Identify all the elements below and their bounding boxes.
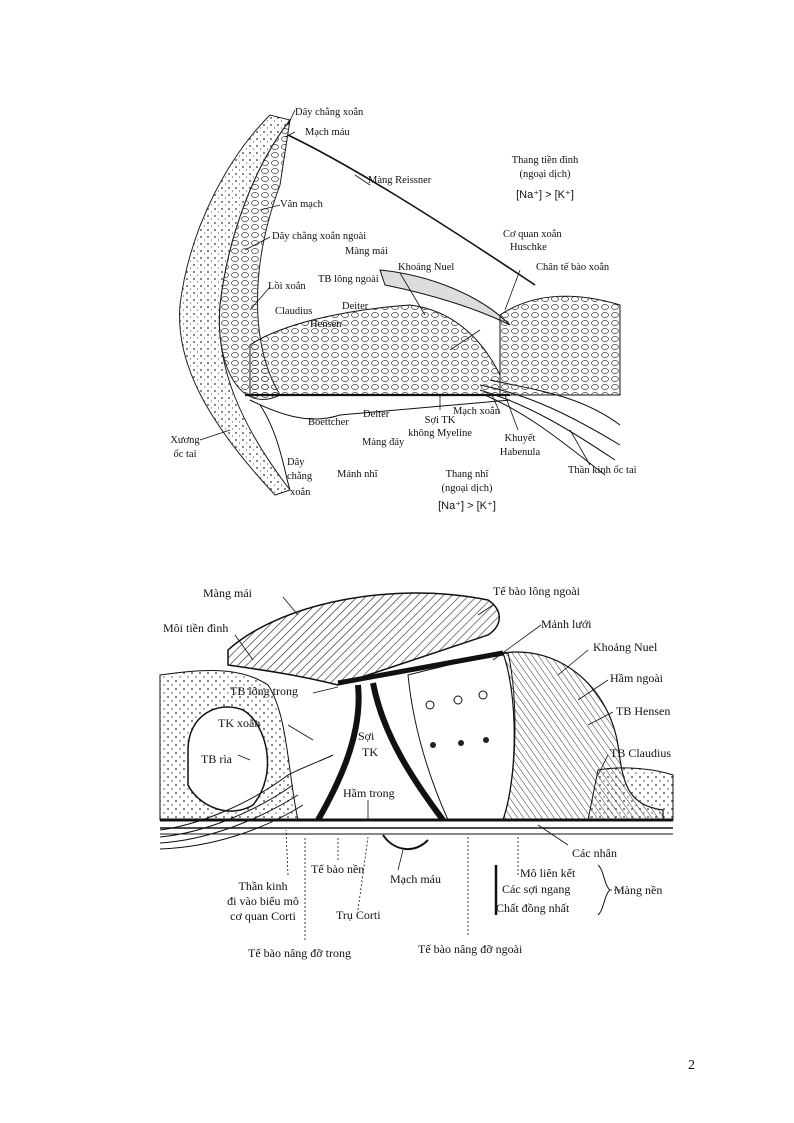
label-mach-xoan: Mạch xoắn — [453, 406, 500, 417]
label-soi-1: Sợi — [358, 729, 375, 743]
label-co-quan-xoan-1: Cơ quan xoắn — [503, 229, 562, 240]
label-tru-corti: Trụ Corti — [336, 908, 381, 922]
label-te-bao-nen: Tế bào nền — [311, 862, 365, 876]
label-tb-long-ngoai: TB lông ngoài — [318, 274, 379, 285]
label-co-quan-xoan-2: Huschke — [510, 242, 547, 253]
cochlear-duct-diagram: Dây chằng xoắn Mạch máu Thang tiền đình … — [150, 95, 650, 525]
page-number: 2 — [688, 1058, 695, 1073]
label-cac-soi-ngang: Các sợi ngang — [502, 882, 571, 896]
label-deiter-top: Deiter — [342, 301, 369, 312]
label-boettcher: Boettcher — [308, 417, 349, 428]
label-chan-te-bao-xoan: Chân tế bào xoắn — [536, 262, 610, 273]
organ-of-corti-drawing — [159, 592, 674, 940]
label-mang-mai: Màng mái — [345, 246, 388, 257]
cochlear-duct-drawing — [179, 109, 621, 496]
label-day-chang-bottom-1: Dây — [287, 457, 305, 468]
label-mo-lien-ket: Mô liên kết — [520, 866, 576, 880]
label-tb-long-trong: TB lông trong — [230, 684, 298, 698]
label-khoang-nuel: Khoảng Nuel — [593, 640, 658, 654]
label-thang-tien-dinh-ions: [Na⁺] > [K⁺] — [516, 189, 574, 201]
label-thang-nhi-2: (ngoại dịch) — [441, 483, 493, 494]
label-khuyet-2: Habenula — [499, 447, 541, 458]
label-manh-nhi: Mảnh nhĩ — [337, 469, 378, 480]
label-xuong-1: Xương — [170, 435, 200, 446]
label-tk-xoan: TK xoắn — [218, 716, 261, 730]
label-claudius: Claudius — [275, 306, 313, 317]
label-tb-ria: TB rìa — [201, 752, 232, 766]
organ-of-corti-diagram: Màng mái Tế bào lông ngoài Môi tiền đình… — [158, 575, 678, 975]
label-mang-mai: Màng mái — [203, 586, 252, 600]
label-mang-nen: Màng nền — [614, 883, 663, 897]
label-mang-reissner: Màng Reissner — [368, 175, 432, 186]
label-mach-mau: Mạch máu — [305, 127, 350, 138]
label-cac-nhan: Các nhân — [572, 846, 617, 860]
label-thang-nhi-ions: [Na⁺] > [K⁺] — [438, 500, 496, 512]
label-day-chang-xoan-ngoai: Dây chằng xoắn ngoài — [272, 231, 367, 242]
label-tb-claudius: TB Claudius — [610, 746, 672, 760]
label-than-kinh-2: đi vào biểu mô — [227, 894, 299, 908]
label-soi-2: TK — [362, 745, 378, 759]
label-thang-tien-dinh-2: (ngoại dịch) — [519, 169, 571, 180]
label-thang-nhi-1: Thang nhĩ — [445, 469, 489, 480]
label-than-kinh-3: cơ quan Corti — [230, 909, 296, 923]
label-soi-tk-1: Sợi TK — [424, 415, 456, 426]
label-moi-tien-dinh: Môi tiền đình — [163, 621, 229, 635]
label-loi-xoan: Lồi xoắn — [268, 281, 306, 292]
label-soi-tk-2: không Myeline — [408, 428, 472, 439]
label-te-bao-long-ngoai: Tế bào lông ngoài — [493, 584, 580, 598]
label-chat-dong-nhat: Chất đồng nhất — [496, 901, 570, 915]
label-manh-luoi: Mảnh lưới — [541, 617, 592, 631]
label-hensen: Hensen — [310, 319, 342, 330]
label-day-chang-xoan: Dây chằng xoắn — [295, 107, 364, 118]
label-tb-hensen: TB Hensen — [616, 704, 671, 718]
label-van-mach: Vân mạch — [280, 199, 323, 210]
label-te-bao-nang-do-ngoai: Tế bào nâng đỡ ngoài — [418, 942, 523, 956]
label-than-kinh-oc-tai: Thần kinh ốc tai — [568, 465, 637, 476]
label-khuyet-1: Khuyết — [504, 433, 536, 444]
label-than-kinh-1: Thần kinh — [238, 879, 288, 893]
label-day-chang-bottom-2: chằng — [287, 471, 313, 482]
label-day-chang-bottom-3: xoắn — [290, 487, 311, 498]
label-mang-day: Màng đáy — [362, 437, 405, 448]
label-mach-mau: Mạch máu — [390, 872, 441, 886]
label-te-bao-nang-do-trong: Tế bào nâng đỡ trong — [248, 946, 351, 960]
label-ham-ngoai: Hầm ngoài — [610, 671, 663, 685]
label-deiter-bottom: Deiter — [363, 409, 390, 420]
label-xuong-2: ốc tai — [173, 449, 197, 460]
label-khoang-nuel: Khoảng Nuel — [398, 262, 455, 273]
label-thang-tien-dinh-1: Thang tiền đình — [511, 155, 579, 166]
label-ham-trong: Hầm trong — [343, 786, 395, 800]
